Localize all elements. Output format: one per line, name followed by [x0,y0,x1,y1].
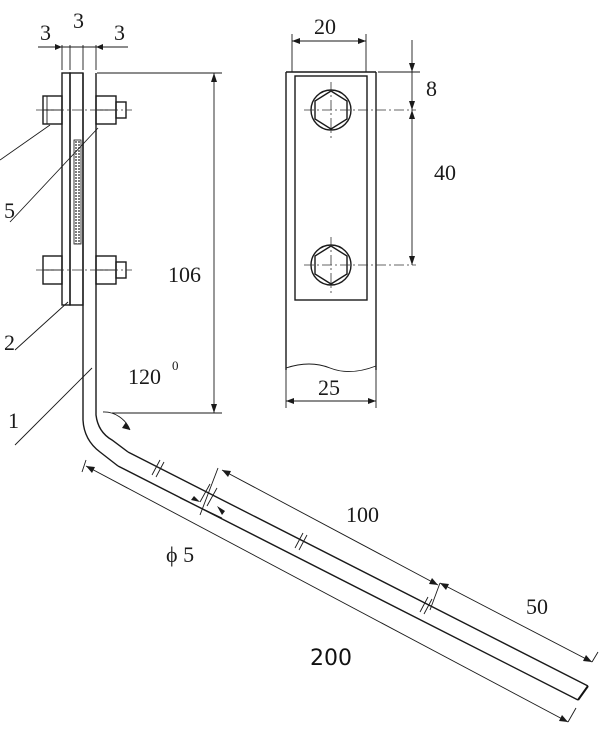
dim-thickness-left: 3 [40,20,51,45]
thickness-dimensions: 3 3 3 [38,8,128,70]
rod-end-dimension: 50 [439,582,599,663]
rod [117,451,589,701]
height-dimension: 106 [97,72,222,414]
dim-angle-degree: 0 [172,358,179,373]
dim-rod-end: 50 [526,594,548,619]
part-label-1: 1 [8,408,19,433]
dim-thickness-mid: 3 [73,8,84,33]
part-leaders: 5 2 1 [0,124,99,446]
dim-rod-diameter: ϕ 5 [166,542,194,567]
dim-rod-segment: 100 [346,502,379,527]
upper-bolt-icon [36,95,132,125]
dim-height: 106 [168,262,201,287]
front-view: 20 8 40 [285,14,456,408]
dim-angle: 120 [128,364,161,389]
rod-total-dimension: 200 [81,459,577,723]
part-label-2: 2 [4,330,15,355]
dim-rod-total: 200 [310,646,352,671]
lower-hex-bolt-icon [304,237,416,293]
bend-angle: 120 0 [102,358,179,431]
dim-plate-width: 20 [314,14,336,39]
part-label-5: 5 [4,198,15,223]
clamp-plates [61,72,129,467]
lower-bolt-icon [36,255,132,285]
side-view: 3 3 3 [0,8,222,467]
dim-bolt-offset: 8 [426,76,437,101]
dim-bolt-spacing: 40 [434,160,456,185]
rod-segment-dimension: 100 [199,467,441,611]
dim-base-width: 25 [318,375,340,400]
upper-hex-bolt-icon [304,82,416,138]
dim-thickness-right: 3 [114,20,125,45]
